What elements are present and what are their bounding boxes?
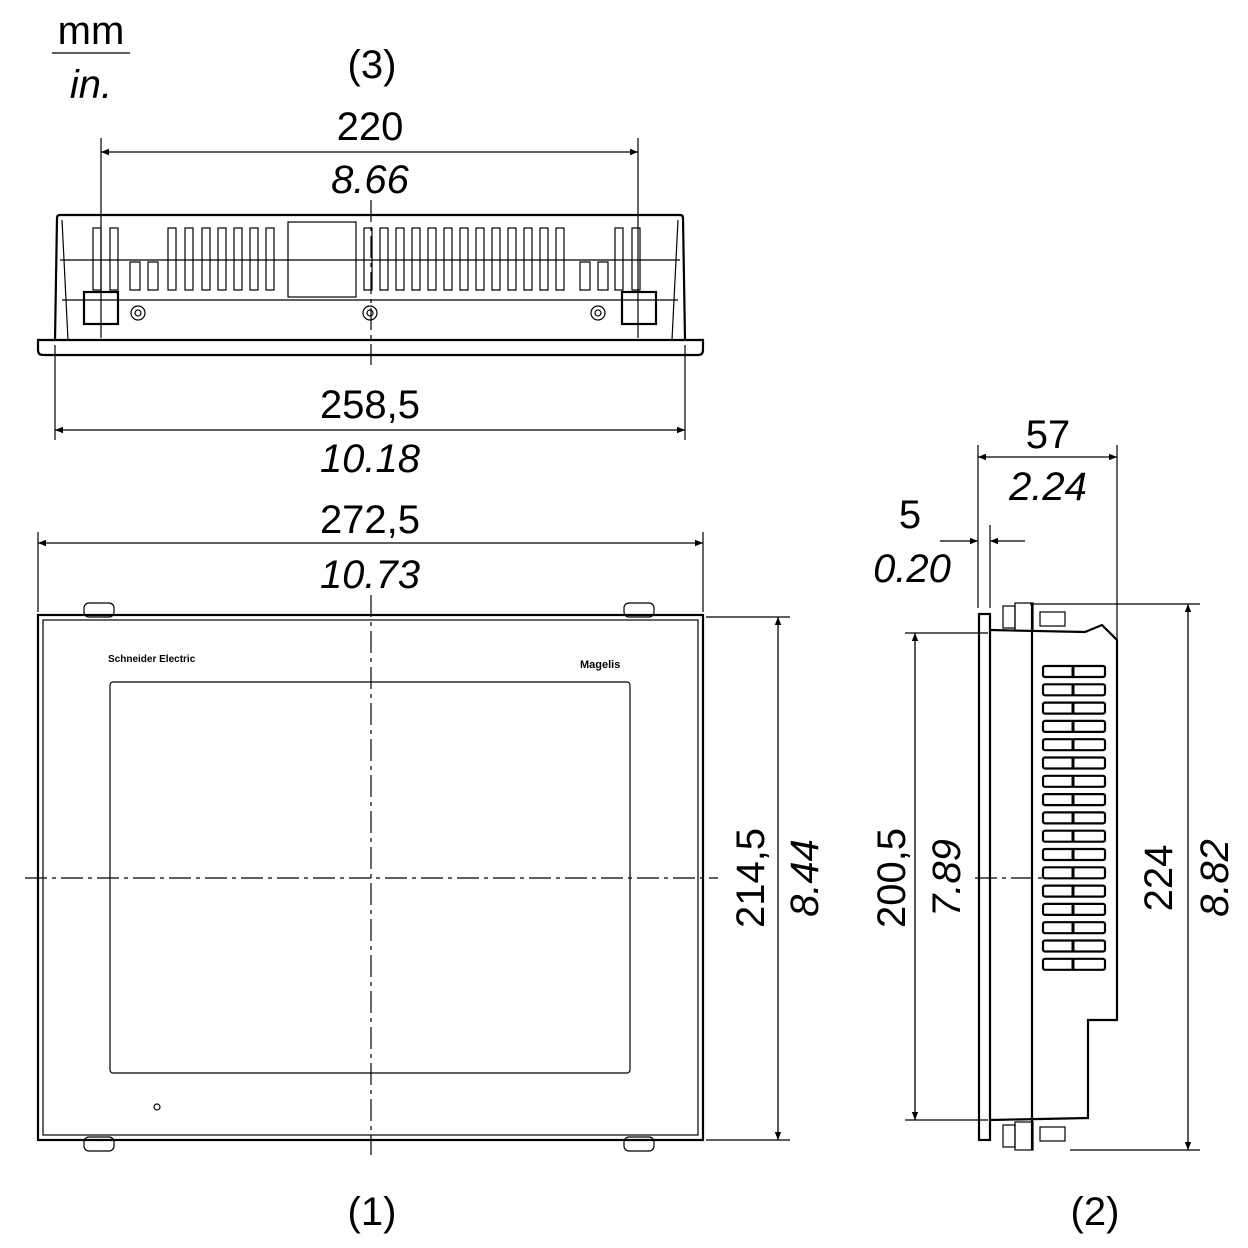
unit-mm: mm bbox=[58, 9, 125, 53]
view-label-2: (2) bbox=[1071, 1190, 1120, 1234]
dim-272-mm: 272,5 bbox=[320, 498, 420, 542]
connector-right bbox=[620, 290, 658, 326]
dim-224-in: 8.82 bbox=[1193, 839, 1237, 917]
status-led bbox=[153, 1103, 161, 1111]
view-label-3: (3) bbox=[348, 43, 397, 87]
dim-220-mm: 220 bbox=[337, 105, 404, 149]
dim-214-mm: 214,5 bbox=[729, 828, 773, 928]
front-view: 272,5 10.73 Schneider Electric Magelis 2… bbox=[25, 498, 827, 1234]
dim-57-in: 2.24 bbox=[1008, 465, 1087, 509]
dim-5-mm: 5 bbox=[899, 493, 921, 537]
dim-258-mm: 258,5 bbox=[320, 383, 420, 427]
product-logo: Magelis bbox=[580, 659, 620, 671]
dim-57-mm: 57 bbox=[1026, 413, 1071, 457]
dim-272-in: 10.73 bbox=[320, 553, 420, 597]
dim-258-in: 10.18 bbox=[320, 437, 421, 481]
dim-224-mm: 224 bbox=[1137, 845, 1181, 912]
unit-in: in. bbox=[70, 63, 112, 107]
unit-legend: mm in. bbox=[52, 9, 130, 107]
dim-5-in: 0.20 bbox=[873, 547, 951, 591]
vent-slots bbox=[1041, 664, 1107, 971]
side-view: 57 2.24 5 0.20 200,5 7.89 224 8.82 (2) bbox=[870, 413, 1237, 1234]
brand-logo: Schneider Electric bbox=[108, 654, 196, 665]
dim-214-in: 8.44 bbox=[783, 839, 827, 917]
top-view: (3) 220 8.66 258,5 10.18 bbox=[36, 43, 705, 481]
view-label-1: (1) bbox=[348, 1190, 397, 1234]
dim-200-in: 7.89 bbox=[925, 839, 969, 917]
dim-220-in: 8.66 bbox=[331, 158, 410, 202]
dim-200-mm: 200,5 bbox=[870, 828, 914, 928]
